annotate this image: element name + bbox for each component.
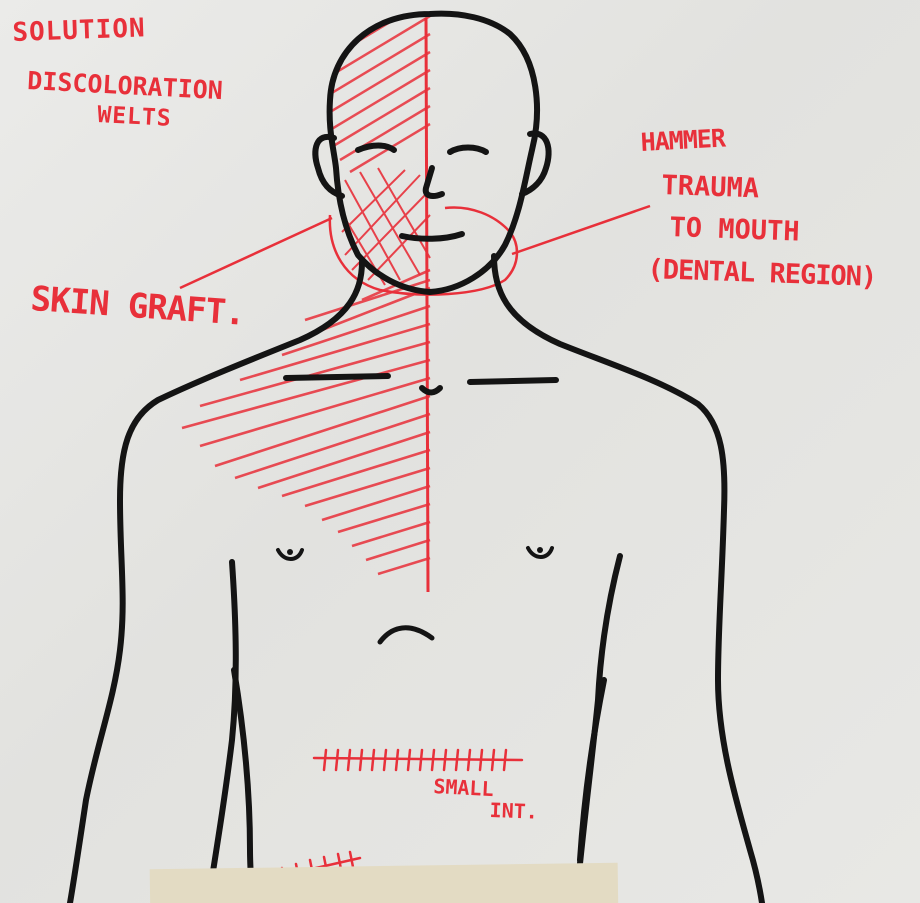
solution-label: SOLUTION xyxy=(12,15,146,46)
xiphoid-mark xyxy=(380,628,432,642)
int-label: INT. xyxy=(489,800,538,822)
small-label: SMALL xyxy=(433,776,494,799)
left-clavicle xyxy=(286,376,388,378)
left-eye xyxy=(358,146,394,151)
mouth xyxy=(402,234,462,239)
hammer-label: HAMMER xyxy=(640,126,726,155)
chest-details xyxy=(278,547,552,642)
right-torso xyxy=(580,680,604,860)
right-clavicle xyxy=(470,380,556,382)
abdominal-scar xyxy=(314,750,522,770)
nose xyxy=(426,168,442,196)
head-outline xyxy=(330,14,537,292)
left-inner-arm xyxy=(208,562,236,903)
skin-graft-leader-line xyxy=(180,218,332,288)
cheek-crosshatch xyxy=(340,168,430,285)
dental-region-label: (DENTAL REGION) xyxy=(647,256,877,291)
body-midline xyxy=(426,18,428,592)
hammer-trauma-leader-line xyxy=(512,206,650,254)
to-mouth-label: TO MOUTH xyxy=(669,214,800,246)
masking-tape-strip xyxy=(150,863,619,903)
sternal-notch xyxy=(422,388,440,393)
welts-label: WELTS xyxy=(97,104,172,131)
right-eye xyxy=(450,148,486,153)
trauma-label: TRAUMA xyxy=(661,172,759,202)
